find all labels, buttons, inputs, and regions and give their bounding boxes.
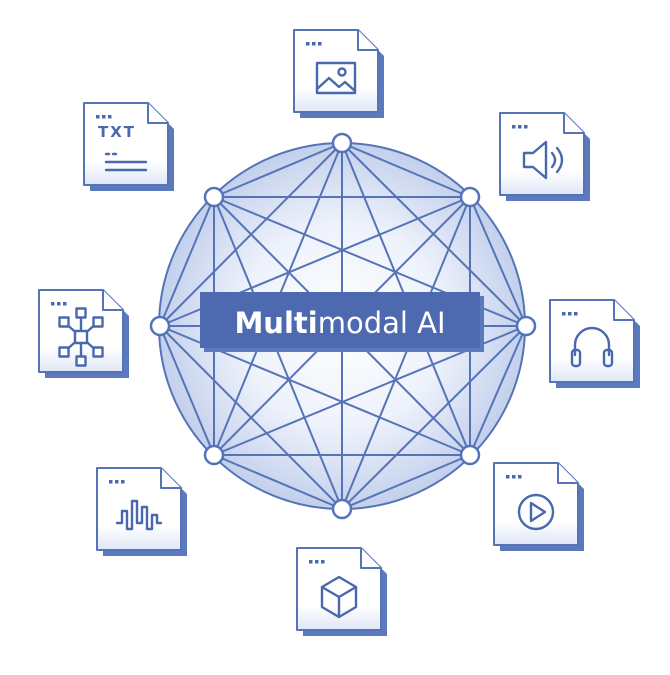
card-body [493, 462, 579, 546]
card-dots [309, 560, 325, 564]
network-node [459, 186, 481, 208]
video-play-icon [517, 493, 555, 531]
image-icon [315, 61, 357, 95]
card-body [293, 29, 379, 113]
network-node [331, 132, 353, 154]
title-bold: Multi [234, 306, 317, 340]
card-fold [357, 30, 378, 51]
network-edge [159, 196, 215, 327]
txt-label: TXT [98, 123, 136, 141]
card-dots [512, 125, 528, 129]
3d-cube-icon [320, 575, 358, 619]
modality-card [549, 299, 640, 388]
card-fold [160, 468, 181, 489]
card-dots [306, 42, 322, 46]
modality-card [499, 112, 590, 201]
network-node [203, 444, 225, 466]
modality-cards: TXT [38, 29, 640, 636]
network-edge [469, 196, 527, 327]
network-edge [341, 142, 471, 198]
card-fold [613, 300, 634, 321]
title-banner-background [200, 292, 480, 348]
network-node [203, 186, 225, 208]
card-dots [562, 312, 578, 316]
title-regular: modal AI [318, 306, 446, 340]
card-dots [96, 115, 112, 119]
card-body [499, 112, 585, 196]
network-edge [341, 454, 471, 510]
title-text: Multimodal AI [234, 306, 445, 340]
network-node [149, 315, 171, 337]
card-body [96, 467, 182, 551]
card-fold [102, 290, 123, 311]
network-edge [341, 196, 471, 510]
network-edge [469, 325, 527, 456]
modality-card [296, 547, 387, 636]
headphones-icon [570, 326, 614, 368]
card-dots [51, 302, 67, 306]
modality-card [96, 467, 187, 556]
waveform-icon [115, 499, 163, 531]
network-edge [213, 142, 343, 198]
card-fold [360, 548, 381, 569]
card-fold [557, 463, 578, 484]
modality-card: TXT [83, 102, 174, 191]
modality-card [38, 289, 129, 378]
card-fold [147, 103, 168, 124]
modality-card [493, 462, 584, 551]
network-nodes [149, 132, 537, 520]
card-dots [506, 475, 522, 479]
network-edge [159, 325, 215, 456]
network-graph-icon [58, 307, 104, 367]
card-fold [563, 113, 584, 134]
network-edge [159, 325, 343, 510]
network-node [515, 315, 537, 337]
speaker-icon [522, 140, 564, 180]
card-body [296, 547, 382, 631]
network-node [331, 498, 353, 520]
text-document-icon [104, 152, 148, 172]
network-edge [213, 196, 343, 510]
title-banner: Multimodal AI [200, 292, 484, 352]
modality-card [293, 29, 384, 118]
card-dots [109, 480, 125, 484]
network-edge [213, 454, 343, 510]
network-node [459, 444, 481, 466]
card-body [83, 102, 169, 186]
